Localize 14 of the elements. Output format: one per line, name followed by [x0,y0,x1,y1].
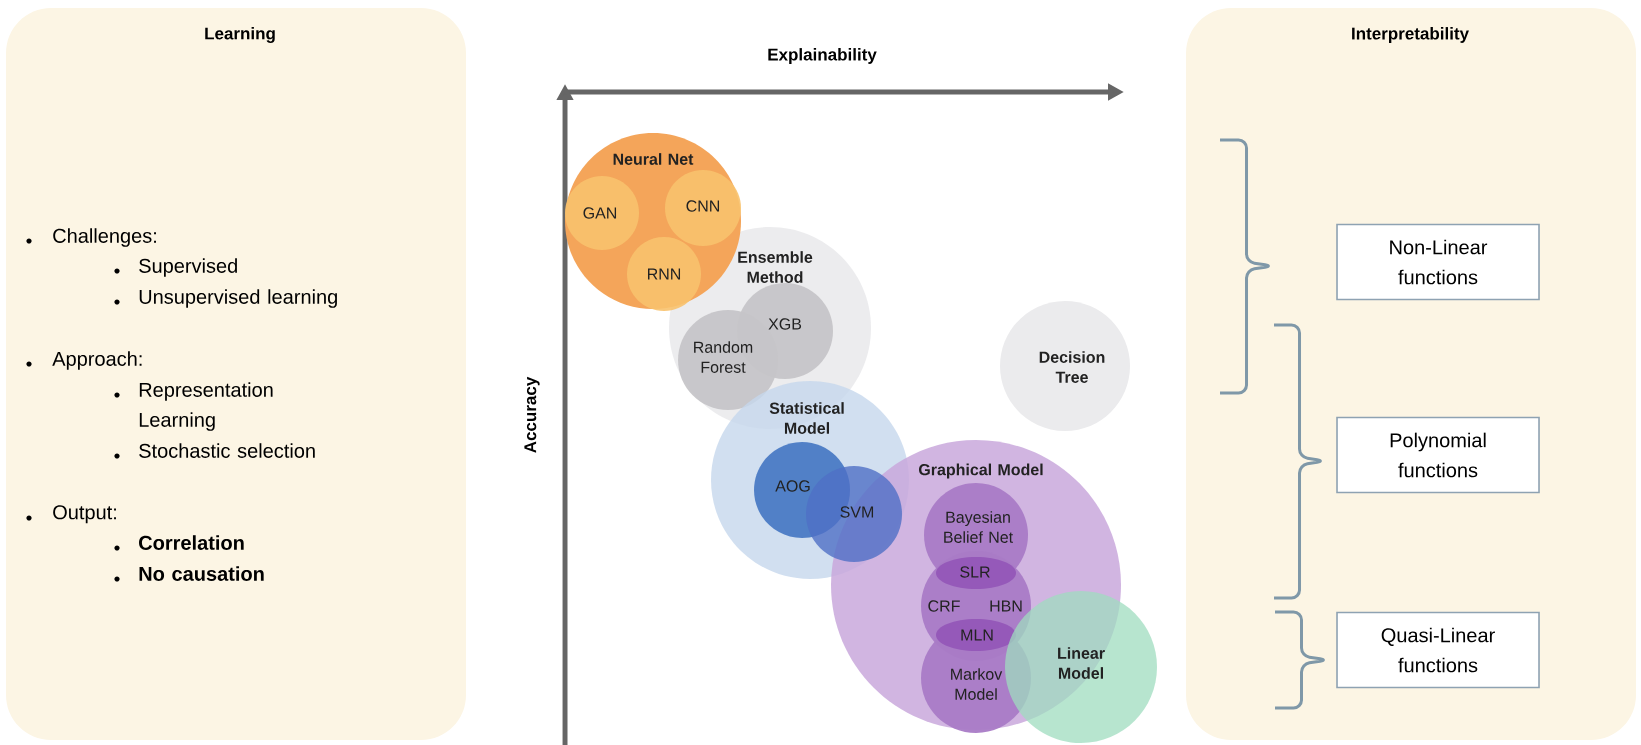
bullet-item: Approach: [52,351,142,370]
bullet-item: Correlation [139,535,244,550]
bullet-item: Supervised [139,258,237,277]
function-box: Polynomial functions [1336,416,1540,494]
function-box: Quasi-Linear functions [1336,611,1540,689]
function-box: Non-Linear functions [1336,223,1540,301]
axis-label: Explainability [768,48,877,64]
bullet-item: Unsupervised learning [139,289,337,308]
bullet-item: Challenges: [53,228,156,247]
bullet-item: Representation Learning [139,382,273,431]
bullet-item: Output: [53,505,116,524]
bullet-item: No causation [139,566,264,581]
bullet-item: Stochastic selection [139,443,315,458]
axis-label: Accuracy [524,376,540,453]
